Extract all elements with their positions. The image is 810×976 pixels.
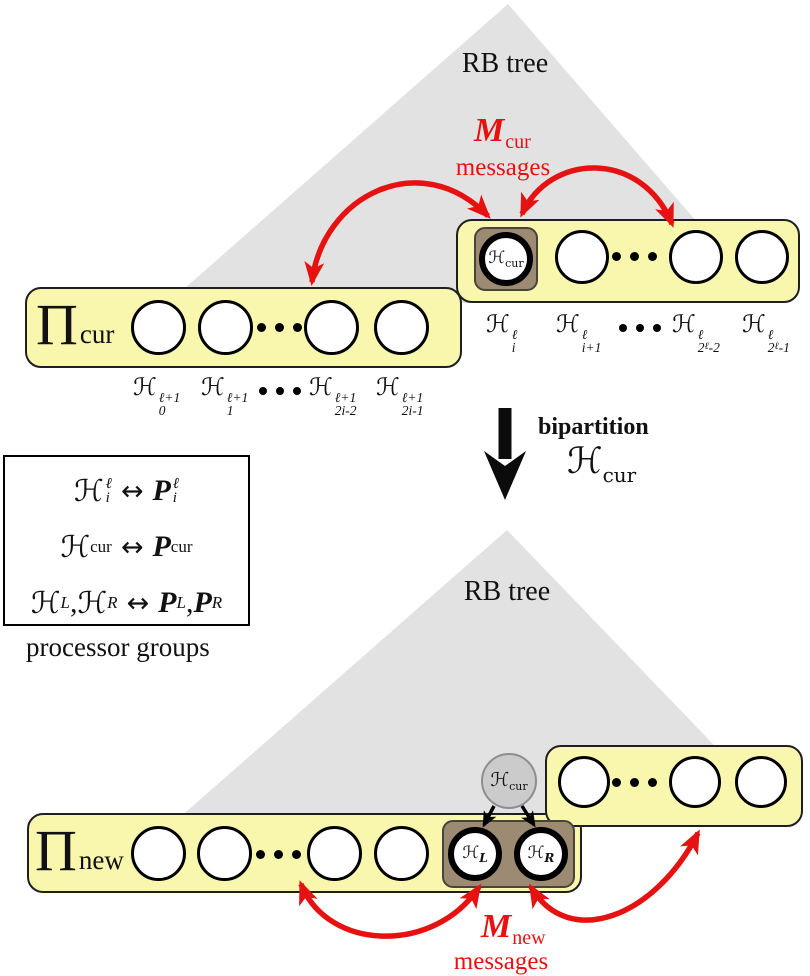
- mnew-messages-label: messages: [453, 948, 549, 975]
- processor-circle: [735, 230, 789, 284]
- mnew-subscript: new: [512, 927, 546, 949]
- mcur-messages-label: messages: [455, 154, 551, 181]
- pi-symbol: Π: [36, 292, 78, 357]
- processor-groups-caption: processor groups: [26, 632, 210, 662]
- maps-to-arrow: ↔: [126, 587, 150, 619]
- processor-circle: [304, 300, 359, 355]
- mcur-subscript: cur: [505, 131, 531, 153]
- processor-circle: [669, 756, 721, 808]
- hcur-node-top: ℋcur: [479, 232, 533, 286]
- processor-circle: [374, 826, 429, 881]
- hcur-bottom-label: ℋcur: [490, 768, 528, 793]
- processor-circle: [198, 300, 253, 355]
- processor-circle: [131, 826, 186, 881]
- hl-node-label: ℋL: [462, 842, 488, 865]
- ellipsis-dots: [619, 324, 661, 332]
- mnew-label: Mnew: [481, 908, 546, 950]
- maps-to-arrow: ↔: [120, 531, 144, 563]
- bipartition-label: bipartition: [538, 414, 649, 440]
- ellipsis-dots: [256, 850, 301, 859]
- processor-circle: [197, 826, 252, 881]
- pi-subscript: new: [78, 845, 124, 876]
- mcur-symbol: M: [474, 112, 505, 149]
- bipartition-hcur-label: ℋcur: [567, 441, 637, 487]
- hcur-node-bottom: ℋcur: [481, 753, 537, 809]
- processor-circle: [131, 300, 186, 355]
- ellipsis-dots: [612, 252, 657, 261]
- processor-circle: [555, 230, 609, 284]
- processor-circle: [735, 756, 787, 808]
- processor-circle: [558, 756, 610, 808]
- ellipsis-dots: [612, 778, 657, 787]
- hr-node-label: ℋR: [527, 842, 555, 865]
- mnew-symbol: M: [481, 908, 512, 945]
- mcur-label: Mcur: [474, 112, 531, 154]
- hcur-node-label: ℋcur: [488, 247, 524, 270]
- processor-circle: [669, 230, 723, 284]
- bipartition-arrow-head: [484, 451, 526, 500]
- hr-node: ℋR: [514, 827, 568, 881]
- rb-tree-label-bottom: RB tree: [463, 576, 551, 607]
- maps-to-arrow: ↔: [120, 475, 144, 507]
- processor-circle: [374, 300, 429, 355]
- pi-symbol: Π: [35, 818, 77, 883]
- hl-node: ℋL: [448, 827, 502, 881]
- processor-circle: [307, 826, 362, 881]
- ellipsis-dots: [259, 387, 301, 395]
- ellipsis-dots: [257, 323, 302, 332]
- rb-tree-label-top: RB tree: [461, 48, 549, 79]
- pi-subscript: cur: [79, 319, 115, 350]
